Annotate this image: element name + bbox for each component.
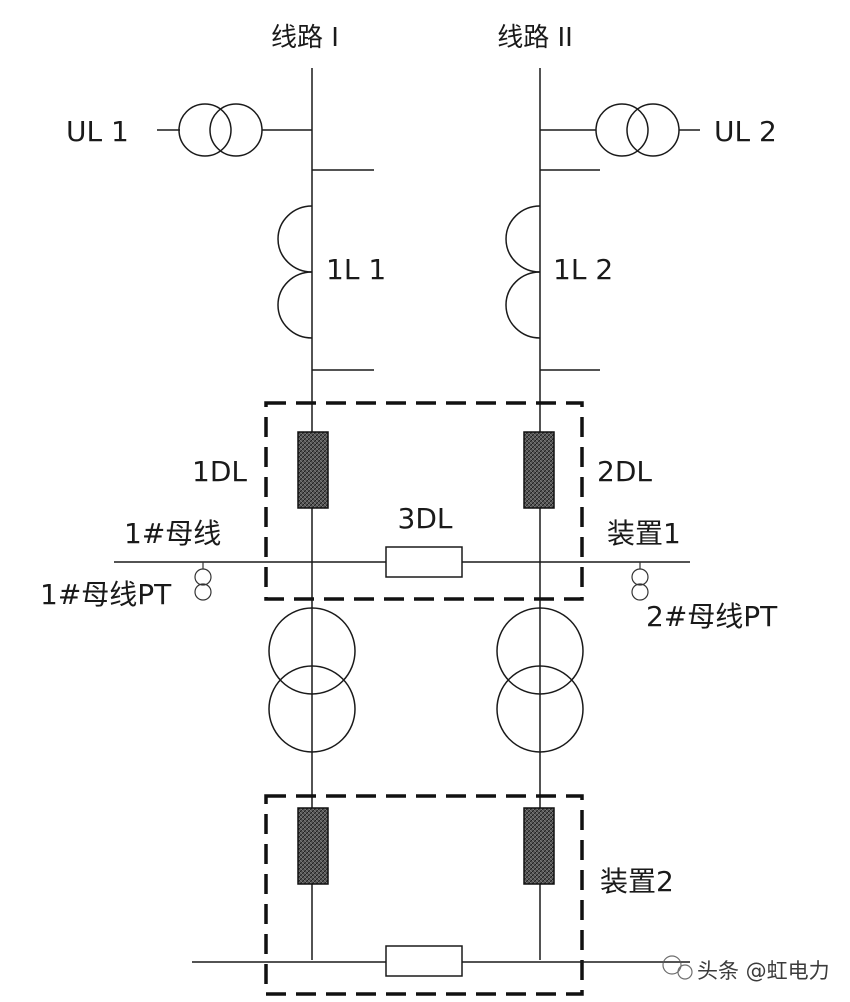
bus-1-pt-symbol <box>194 562 212 601</box>
device-2-label: 装置2 <box>600 865 674 898</box>
reactor-1l2 <box>505 169 600 371</box>
bus-tie-switch-lower <box>385 945 463 977</box>
line-2-label: 线路 II <box>497 23 573 53</box>
breaker-lower-left <box>297 807 329 885</box>
voltage-transformer-ul1 <box>157 103 312 157</box>
bus-1-pt-label: 1#母线PT <box>40 578 172 611</box>
ul1-label: UL 1 <box>66 115 129 148</box>
bus-1-label: 1#母线 <box>124 517 221 550</box>
main-transformer-1 <box>268 607 356 753</box>
line-1-label: 线路 I <box>271 23 339 53</box>
breaker-1dl <box>297 431 329 509</box>
device-1-label: 装置1 <box>607 517 681 550</box>
reactor-1l1 <box>277 169 374 371</box>
watermark-text: 头条 @虹电力 <box>697 959 830 983</box>
bus-2-pt-symbol <box>631 562 649 601</box>
bus-2-pt-label: 2#母线PT <box>646 600 778 633</box>
device-1-boundary <box>264 401 584 601</box>
breaker-lower-right <box>523 807 555 885</box>
breaker-1dl-label: 1DL <box>192 455 247 488</box>
breaker-2dl <box>523 431 555 509</box>
voltage-transformer-ul2 <box>540 103 700 157</box>
breaker-2dl-label: 2DL <box>597 455 652 488</box>
device-2-boundary <box>264 794 584 996</box>
breaker-3dl-label: 3DL <box>398 502 453 535</box>
reactor-1l2-label: 1L 2 <box>553 253 613 286</box>
bus-tie-breaker-3dl <box>385 546 463 578</box>
main-transformer-2 <box>496 607 584 753</box>
watermark-logo-icon <box>662 955 693 980</box>
ul2-label: UL 2 <box>714 115 777 148</box>
reactor-1l1-label: 1L 1 <box>326 253 386 286</box>
watermark: 头条 @虹电力 <box>662 955 830 983</box>
